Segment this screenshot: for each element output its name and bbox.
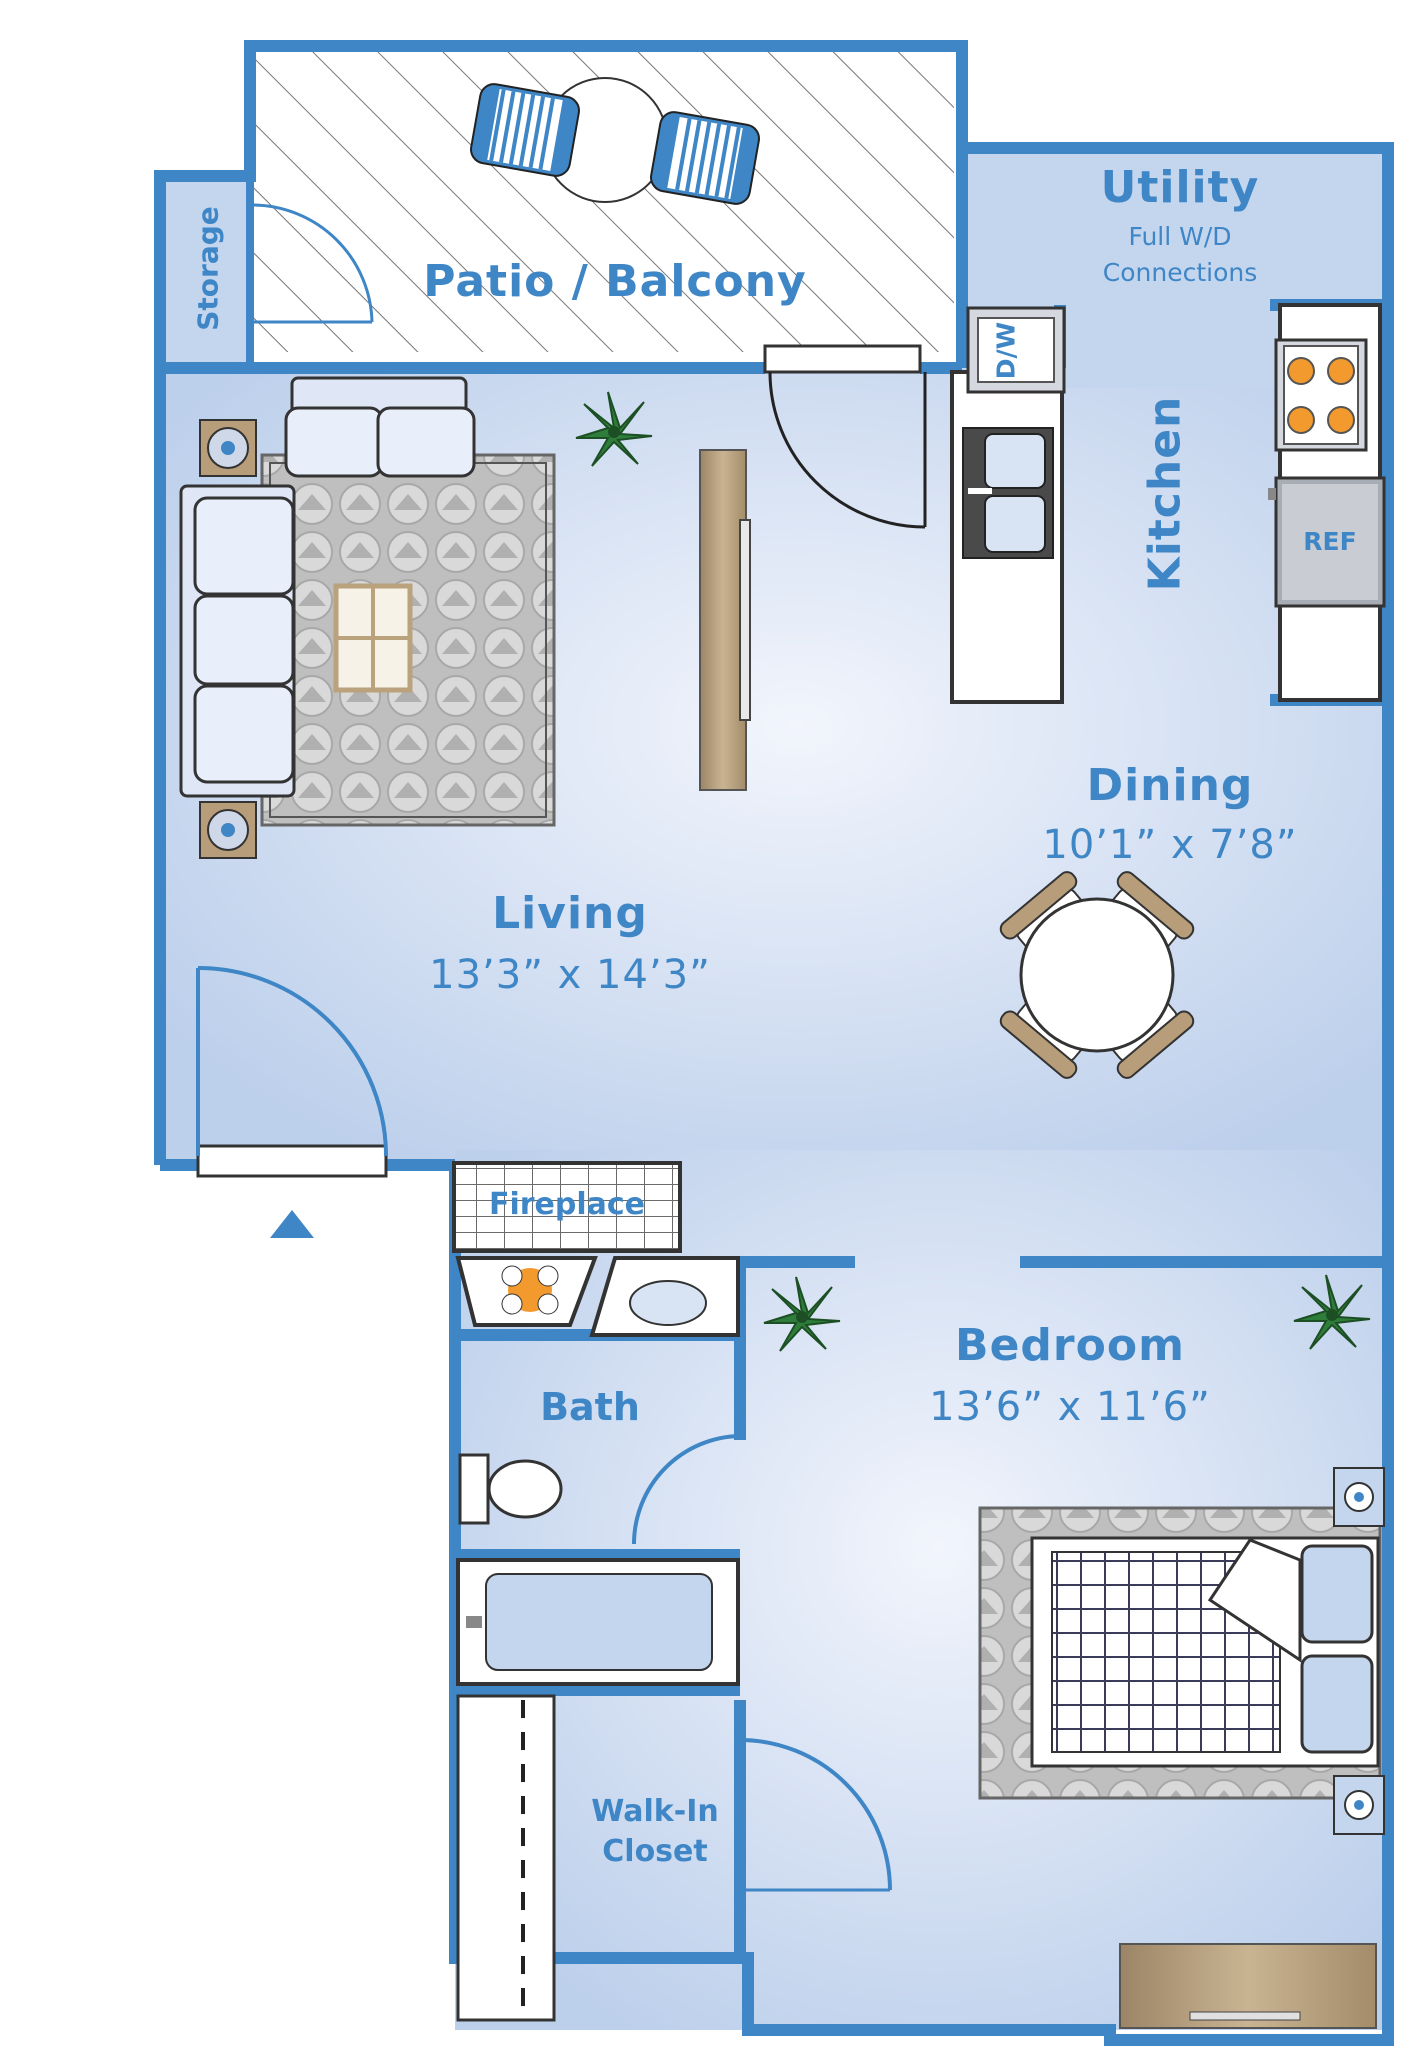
entry-arrow-icon bbox=[270, 1210, 314, 1238]
bathtub bbox=[456, 1558, 740, 1686]
dishwasher-label: D/W bbox=[991, 321, 1021, 380]
bed bbox=[978, 1506, 1382, 1800]
storage-label: Storage bbox=[191, 206, 225, 331]
side-lamp-top bbox=[199, 419, 257, 477]
storage-door[interactable] bbox=[253, 203, 374, 324]
utility-line1: Full W/D bbox=[1128, 222, 1232, 251]
nightstand-bottom bbox=[1333, 1775, 1385, 1835]
living-size: 13’3” x 14’3” bbox=[429, 952, 711, 998]
loveseat bbox=[284, 376, 476, 478]
nightstand-top bbox=[1333, 1467, 1385, 1527]
dining-size: 10’1” x 7’8” bbox=[1042, 822, 1298, 868]
closet-door[interactable] bbox=[739, 1738, 892, 1892]
refrigerator bbox=[1268, 476, 1386, 608]
entry-door[interactable] bbox=[196, 966, 388, 1178]
patio-label: Patio / Balcony bbox=[423, 256, 807, 307]
closet-line1: Walk-In bbox=[591, 1794, 719, 1829]
utility-line2: Connections bbox=[1102, 258, 1258, 287]
tv-console bbox=[699, 449, 751, 791]
coffee-table bbox=[333, 583, 413, 693]
patio-table bbox=[470, 77, 760, 205]
patio-door[interactable] bbox=[763, 344, 927, 529]
bath-door[interactable] bbox=[632, 1434, 741, 1545]
dining-label: Dining bbox=[1086, 760, 1254, 811]
closet-shelf bbox=[456, 1694, 556, 2022]
utility-label: Utility bbox=[1100, 162, 1260, 213]
fireplace-label: Fireplace bbox=[488, 1187, 646, 1222]
closet-line2: Closet bbox=[602, 1834, 708, 1869]
plant-icon bbox=[575, 391, 653, 467]
sofa bbox=[179, 484, 296, 798]
refrigerator-label: REF bbox=[1303, 527, 1357, 556]
kitchen-label: Kitchen bbox=[1139, 395, 1191, 592]
dresser bbox=[1119, 1943, 1377, 2029]
bath-label: Bath bbox=[540, 1385, 640, 1429]
bedroom-label: Bedroom bbox=[955, 1320, 1185, 1371]
toilet bbox=[458, 1453, 563, 1525]
dining-table bbox=[999, 871, 1195, 1079]
vanity bbox=[455, 1256, 740, 1337]
fireplace bbox=[452, 1161, 682, 1253]
plant-icon bbox=[1293, 1274, 1371, 1350]
storage-wall bbox=[156, 172, 254, 372]
stove bbox=[1274, 338, 1368, 452]
bedroom-size: 13’6” x 11’6” bbox=[929, 1384, 1211, 1430]
living-label: Living bbox=[492, 888, 648, 939]
side-lamp-bottom bbox=[199, 801, 257, 859]
kitchen-sink bbox=[962, 427, 1054, 559]
dishwasher bbox=[966, 306, 1066, 394]
plant-icon bbox=[763, 1276, 841, 1352]
